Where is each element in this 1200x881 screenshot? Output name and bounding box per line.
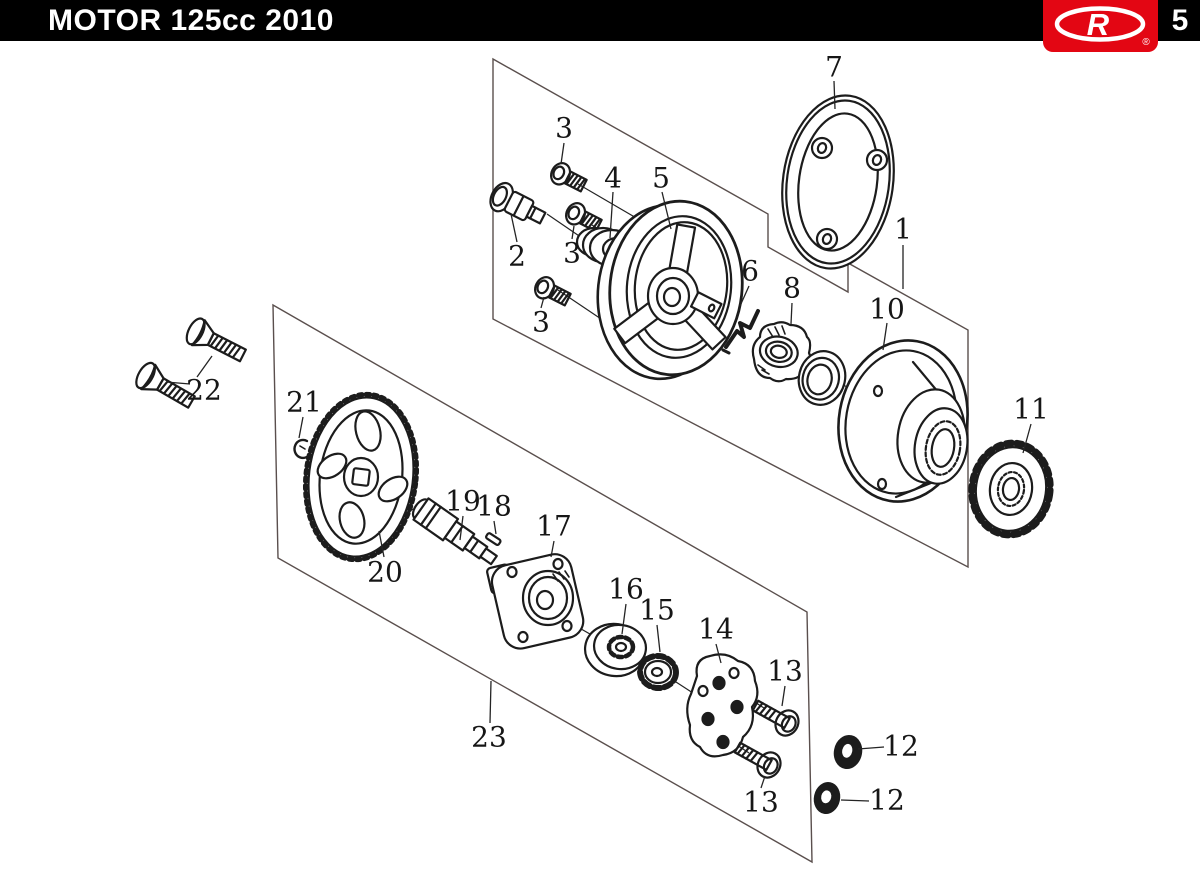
part-16-inner-rotor-drawing (583, 622, 648, 678)
leader-line-13 (760, 775, 766, 789)
part-label-18: 18 (476, 490, 512, 523)
part-13-bolt-b-drawing (730, 735, 787, 783)
leader-line-12 (840, 799, 870, 802)
part-label-10: 10 (869, 293, 905, 326)
part-13-bolt-a-drawing (748, 693, 805, 741)
part-22-screw-a-drawing (181, 314, 251, 369)
part-label-11: 11 (1013, 393, 1049, 426)
part-label-8: 8 (783, 272, 801, 305)
part-7-gasket-drawing (781, 94, 895, 270)
part-12-washer-a-drawing (833, 735, 863, 769)
part-label-13: 13 (743, 786, 779, 819)
part-label-20: 20 (367, 556, 403, 589)
part-label-4: 4 (604, 162, 622, 195)
part-6-retainer-clip-drawing (721, 309, 760, 355)
brand-logo-icon: R ® (1054, 6, 1150, 48)
part-17-pump-body-drawing (486, 553, 585, 650)
part-label-7: 7 (825, 51, 843, 84)
leader-line-15 (656, 624, 661, 653)
part-label-21: 21 (286, 386, 322, 419)
part-label-1: 1 (894, 213, 912, 246)
leader-line-13 (781, 685, 786, 707)
part-label-13: 13 (767, 655, 803, 688)
leader-line-8 (790, 302, 793, 325)
leader-line-3 (571, 225, 575, 240)
washer-unlabeled-drawing (797, 350, 847, 406)
part-label-2: 2 (508, 240, 526, 273)
part-label-16: 16 (608, 573, 644, 606)
leader-line-5 (661, 191, 672, 230)
leader-line-2 (510, 213, 518, 243)
leader-line-11 (1022, 423, 1032, 454)
leader-line-19 (459, 515, 464, 541)
assembly-box-23 (272, 303, 813, 864)
part-label-3: 3 (555, 112, 573, 145)
leader-line-22 (196, 355, 213, 378)
part-19-pump-shaft-drawing (411, 497, 498, 566)
part-15-outer-rotor-drawing (637, 652, 679, 692)
leader-line-23 (489, 680, 492, 724)
part-18-dowel-pin-drawing (485, 532, 502, 547)
part-8-lock-nut-drawing (751, 321, 812, 383)
part-2-flange-bolt-drawing (489, 181, 547, 225)
part-label-22: 22 (186, 374, 222, 407)
part-label-5: 5 (652, 162, 670, 195)
part-3-screw-a-drawing (546, 158, 590, 197)
leader-line-17 (550, 540, 555, 558)
part-12-washer-b-drawing (813, 782, 841, 814)
header-bar (0, 0, 1200, 41)
part-label-17: 17 (536, 510, 572, 543)
part-14-cover-plate-drawing (686, 653, 759, 758)
leader-line-6 (739, 285, 750, 307)
leader-line-4 (609, 191, 614, 239)
part-20-sprocket-drawing (302, 391, 420, 563)
leader-line-22 (165, 381, 191, 385)
part-3-screw-c-drawing (530, 272, 574, 311)
leader-line-21 (298, 416, 304, 439)
part-label-6: 6 (741, 255, 759, 288)
part-label-15: 15 (639, 594, 675, 627)
part-10-clutch-hub-drawing (837, 339, 969, 503)
leader-line-3 (560, 142, 565, 165)
part-label-3: 3 (563, 237, 581, 270)
part-label-23: 23 (471, 721, 507, 754)
leader-line-10 (882, 322, 888, 351)
leader-line-3 (540, 296, 545, 309)
part-11-pinion-gear-drawing (968, 439, 1054, 539)
brand-logo-tab: R ® (1043, 0, 1158, 52)
part-label-19: 19 (445, 485, 481, 518)
part-label-3: 3 (532, 306, 550, 339)
leader-line-16 (621, 603, 627, 635)
part-label-12: 12 (869, 784, 905, 817)
registered-mark: ® (1142, 37, 1150, 48)
leader-line-20 (378, 530, 385, 558)
part-label-12: 12 (883, 730, 919, 763)
part-5-clutch-wheel-drawing (596, 199, 744, 381)
leader-line-14 (715, 643, 722, 664)
leader-line-7 (833, 80, 836, 110)
page-number: 5 (1171, 4, 1189, 37)
leader-line-12 (857, 746, 885, 750)
page-title: MOTOR 125cc 2010 (48, 4, 334, 37)
leader-line-18 (493, 520, 497, 535)
part-label-14: 14 (698, 613, 734, 646)
brand-logo-letter: R (1086, 7, 1109, 42)
